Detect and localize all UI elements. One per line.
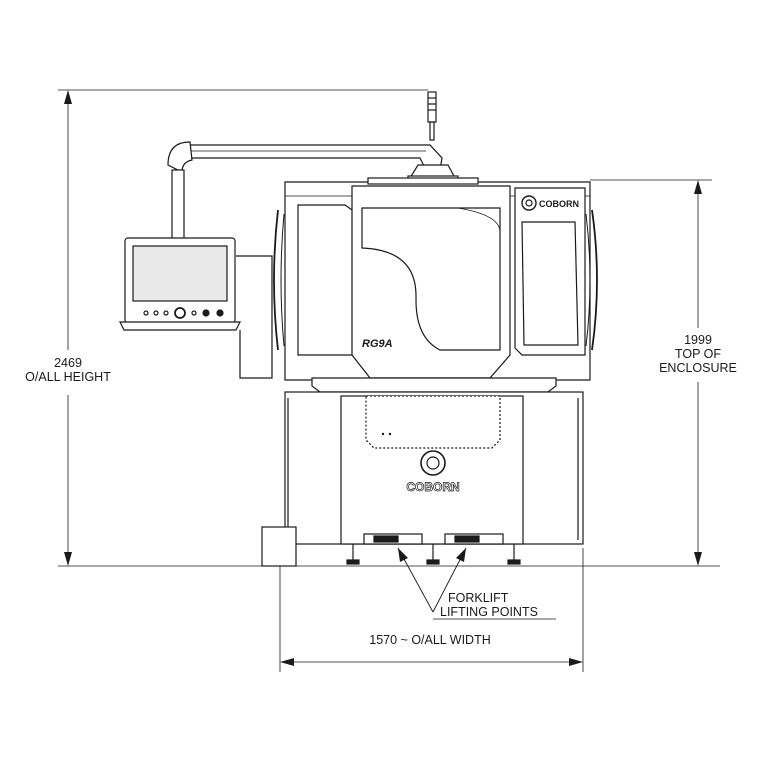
enclosure-height-label: 1999 TOP OF ENCLOSURE [638,333,758,375]
base-brand-text: COBORN [406,480,459,494]
model-badge: RG9A [362,338,393,350]
machine-base [261,391,584,567]
forklift-callout-leaders [397,547,556,620]
enclosure-height-dimension [590,179,712,566]
enclosure-height-value: 1999 [684,333,712,347]
head-brand-text: COBORN [539,199,579,209]
overall-height-dimension [58,89,720,567]
forklift-callout-line2: LIFTING POINTS [440,605,538,619]
overall-width-label: 1570 ~ O/ALL WIDTH [330,633,530,647]
enclosure-height-caption-1: TOP OF [674,347,722,361]
forklift-callout: FORKLIFT LIFTING POINTS [440,591,565,619]
overall-width-dimension [279,548,584,672]
control-monitor [119,237,273,379]
enclosure-height-caption-2: ENCLOSURE [659,361,737,375]
overall-width-text: 1570 ~ O/ALL WIDTH [369,633,491,647]
machine-enclosure [273,177,598,393]
overall-height-value: 2469 [54,356,82,370]
forklift-callout-line1: FORKLIFT [448,591,509,605]
overall-height-caption: O/ALL HEIGHT [25,370,111,384]
overall-height-label: 2469 O/ALL HEIGHT [8,356,128,384]
